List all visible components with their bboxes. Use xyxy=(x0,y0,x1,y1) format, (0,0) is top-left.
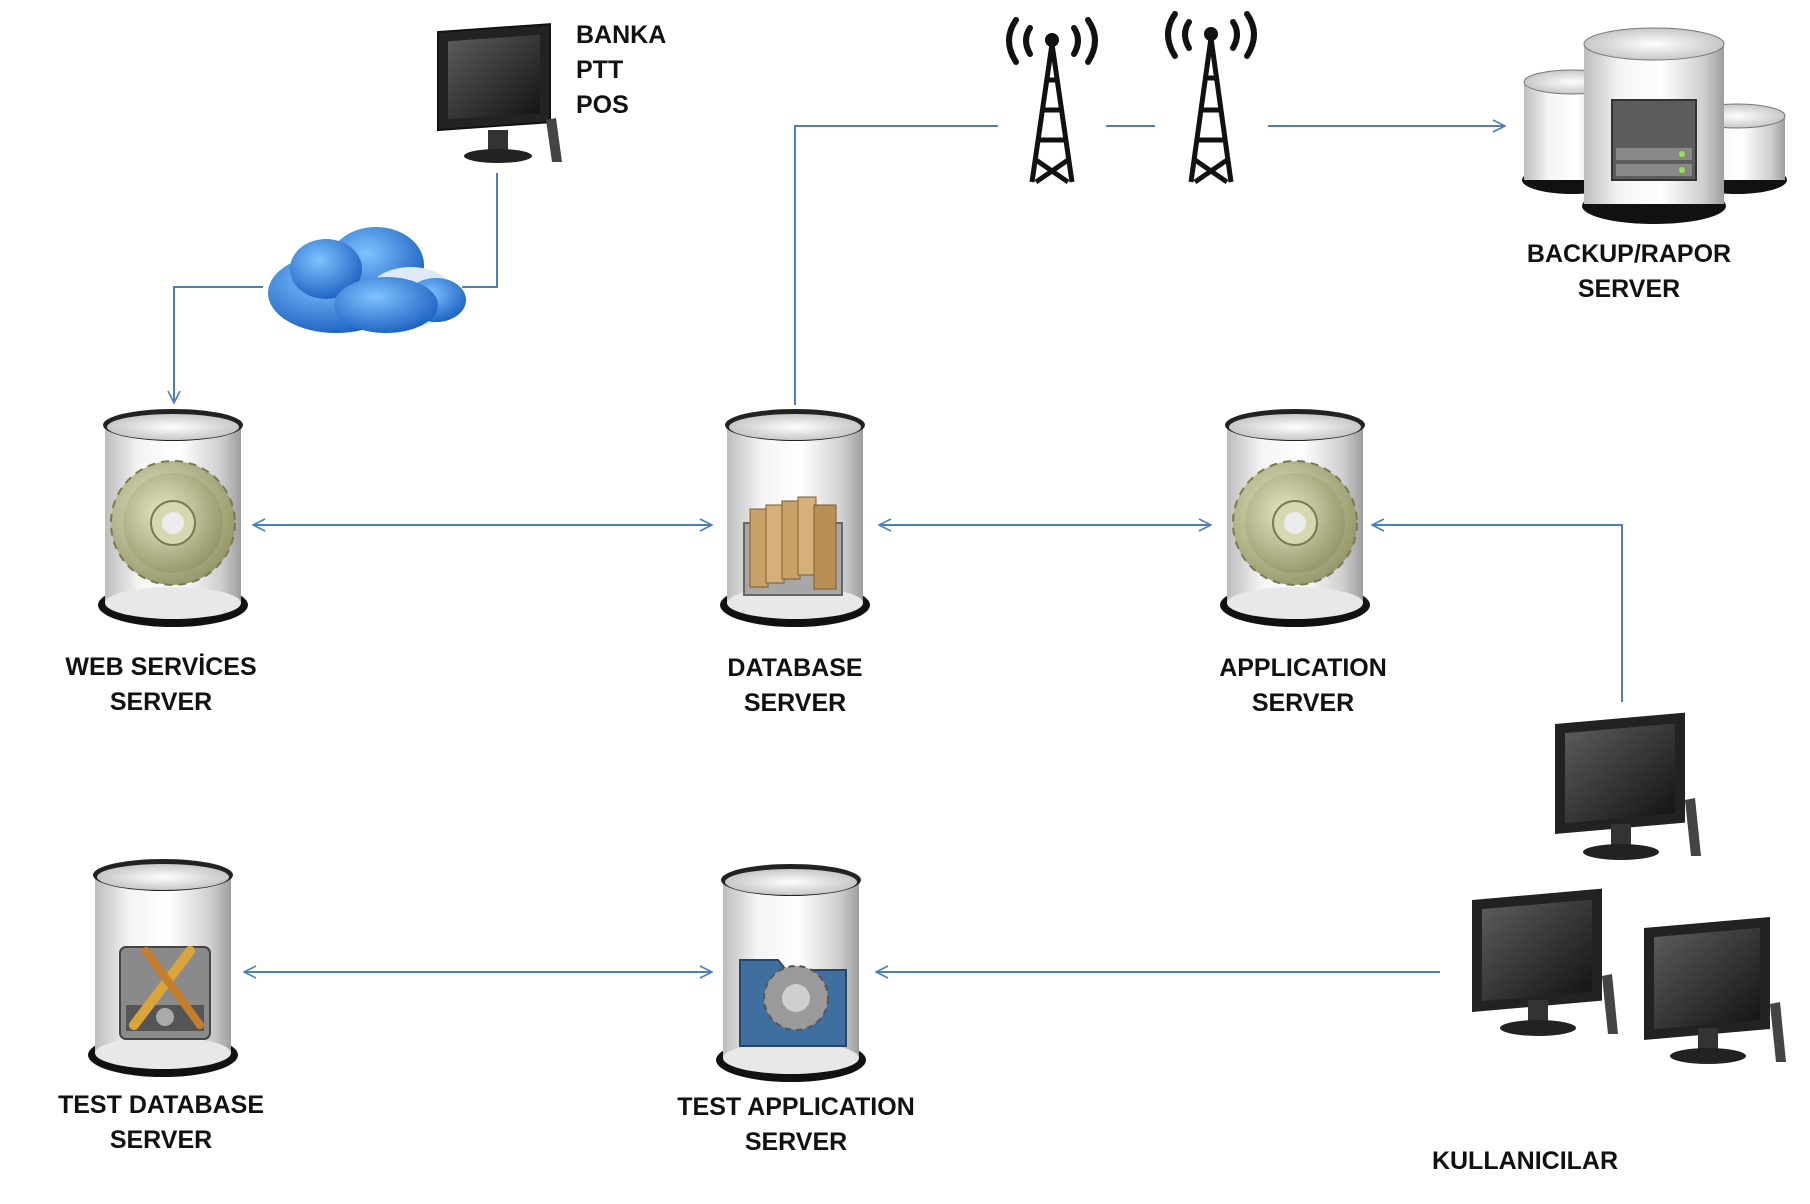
folder-files-icon xyxy=(743,496,843,596)
connectors xyxy=(174,125,1623,972)
application-label-line-1: APPLICATION xyxy=(1219,654,1387,682)
tools-drive-icon xyxy=(119,946,211,1040)
test-application-label-line-2: SERVER xyxy=(744,1128,848,1156)
terminal-label-line-1: BANKA xyxy=(576,21,667,49)
web-services-label-line-2: SERVER xyxy=(109,688,213,716)
application-label: APPLICATION SERVER xyxy=(1172,651,1434,721)
gear-folder-icon xyxy=(739,959,847,1047)
monitor-icon xyxy=(437,23,562,163)
users-label-line-1: KULLANICILAR xyxy=(1431,1147,1619,1175)
web-services-label-line-1: WEB SERVİCES xyxy=(65,653,257,681)
database-label-line-1: DATABASE xyxy=(727,654,863,682)
monitors-icon xyxy=(1472,712,1786,1064)
backup-server-label-line-2: SERVER xyxy=(1577,275,1681,303)
connector-users-application xyxy=(1372,525,1623,702)
test-application-server-cylinder xyxy=(716,864,866,1082)
application-server-cylinder xyxy=(1220,409,1370,627)
connector-terminal-cloud xyxy=(462,173,498,288)
monitor-icon xyxy=(1472,888,1618,1036)
database-label-line-2: SERVER xyxy=(743,689,847,717)
database-label: DATABASE SERVER xyxy=(664,651,926,721)
backup-server-label: BACKUP/RAPOR SERVER xyxy=(1484,237,1774,307)
test-application-label-line-1: TEST APPLICATION xyxy=(677,1093,915,1121)
connector-cloud-webservices xyxy=(174,286,263,403)
test-database-server-cylinder xyxy=(88,859,238,1077)
terminal-label: BANKA PTT POS xyxy=(576,18,666,123)
web-services-label: WEB SERVİCES SERVER xyxy=(30,650,292,720)
web-services-server-cylinder xyxy=(98,409,248,627)
terminal-label-line-3: POS xyxy=(576,91,629,119)
application-label-line-2: SERVER xyxy=(1251,689,1355,717)
gear-icon xyxy=(110,460,236,586)
antenna-tower-icon xyxy=(1006,17,1098,185)
monitor-icon xyxy=(1555,712,1701,860)
connector-database-antenna xyxy=(794,125,998,405)
server-stack-icon xyxy=(1522,27,1787,224)
users-label: KULLANICILAR xyxy=(1400,1144,1650,1179)
cloud-icon xyxy=(268,227,466,333)
database-server-cylinder xyxy=(720,409,870,627)
antenna-tower-icon xyxy=(1165,11,1257,185)
test-database-label: TEST DATABASE SERVER xyxy=(30,1088,292,1158)
terminal-label-line-2: PTT xyxy=(576,56,624,84)
monitor-icon xyxy=(1644,916,1786,1064)
test-database-label-line-2: SERVER xyxy=(109,1126,213,1154)
test-database-label-line-1: TEST DATABASE xyxy=(57,1091,265,1119)
backup-server-label-line-1: BACKUP/RAPOR xyxy=(1526,240,1732,268)
gear-icon xyxy=(1232,460,1358,586)
test-application-label: TEST APPLICATION SERVER xyxy=(650,1090,942,1160)
